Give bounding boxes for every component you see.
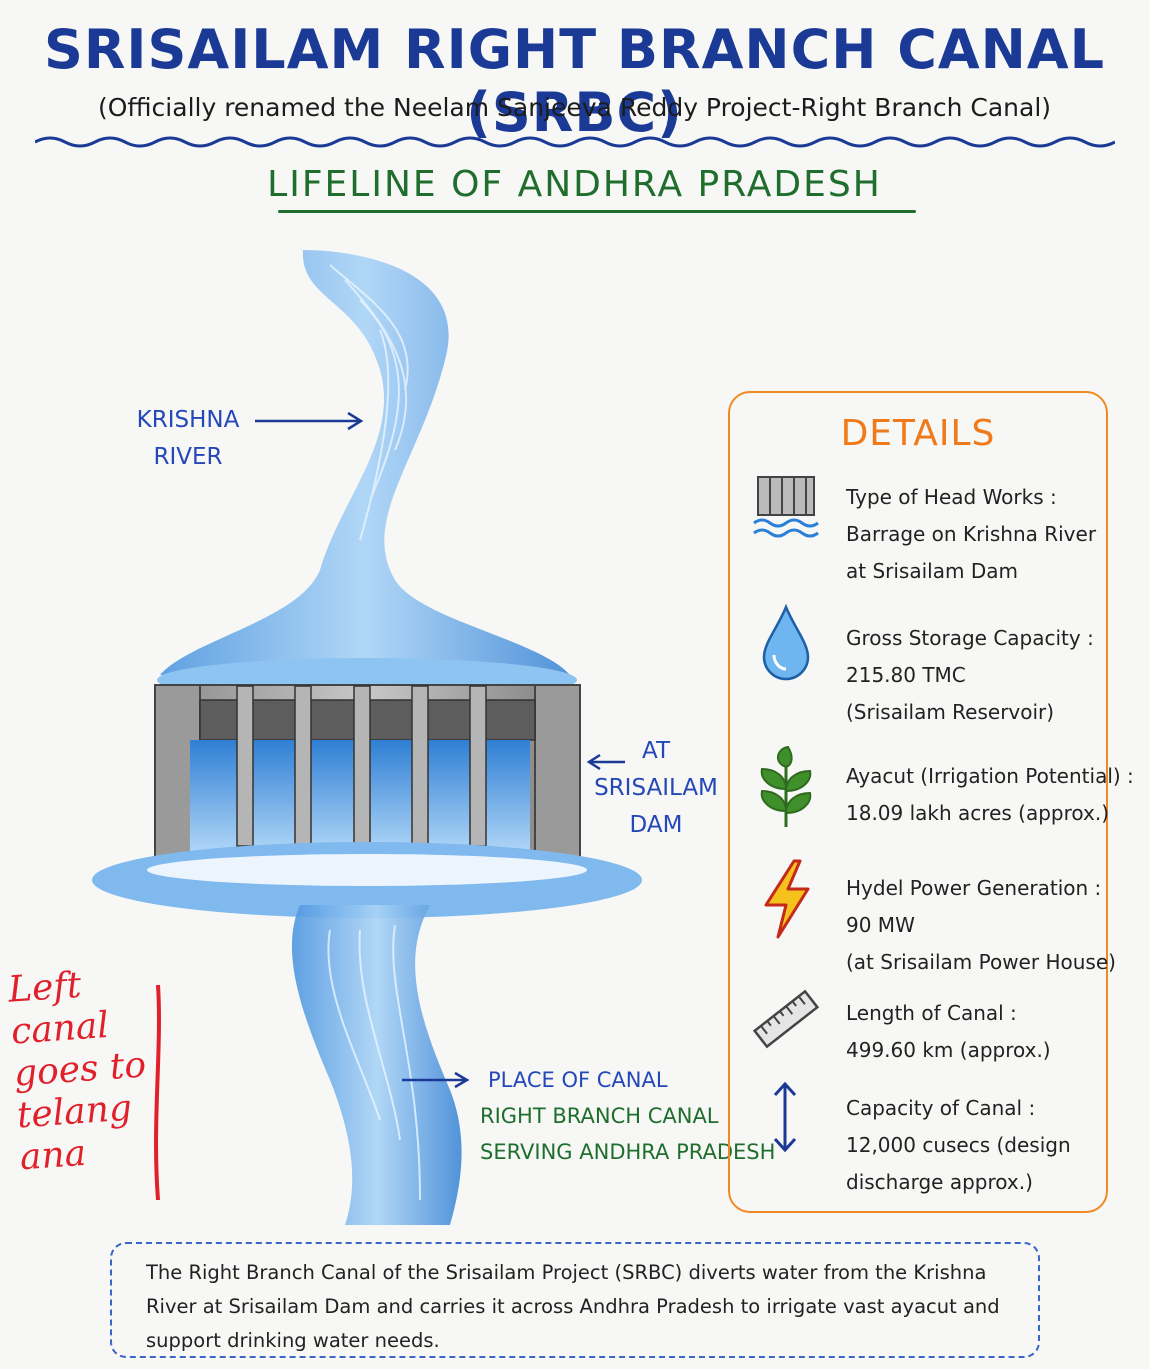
detail-ayacut: Ayacut (Irrigation Potential) :18.09 lak…: [846, 764, 1134, 825]
page-title: SRISAILAM RIGHT BRANCH CANAL (SRBC): [43, 18, 1106, 144]
dam-illustration: [92, 250, 642, 1225]
lower-river: [291, 905, 462, 1225]
vertical-arrow-icon: [773, 1081, 797, 1153]
detail-storage: Gross Storage Capacity :215.80 TMC(Srisa…: [846, 626, 1094, 724]
detail-capacity: Capacity of Canal :12,000 cusecs (design…: [846, 1096, 1071, 1194]
lightning-icon: [764, 859, 810, 939]
details-panel: DETAILS Type of Head Works :Barrage on K…: [728, 391, 1134, 1213]
canal-place-label: PLACE OF CANAL: [488, 1068, 668, 1092]
water-drop-icon: [762, 603, 810, 681]
upper-river: [160, 250, 570, 675]
tagline: LIFELINE OF ANDHRA PRADESH: [267, 164, 882, 205]
detail-head-works: Type of Head Works :Barrage on Krishna R…: [846, 485, 1097, 583]
summary-box: The Right Branch Canal of the Srisailam …: [110, 1242, 1040, 1358]
detail-hydel: Hydel Power Generation :90 MW(at Srisail…: [846, 876, 1116, 974]
detail-length: Length of Canal :499.60 km (approx.): [846, 1001, 1051, 1062]
tagline-underline: [278, 210, 916, 213]
wave-divider: [35, 136, 1115, 148]
details-title: DETAILS: [840, 413, 996, 454]
dam-icon: [753, 476, 819, 538]
page-subtitle: (Officially renamed the Neelam Sanjeeva …: [97, 93, 1052, 122]
ruler-icon: [752, 989, 820, 1049]
plant-icon: [760, 745, 812, 827]
